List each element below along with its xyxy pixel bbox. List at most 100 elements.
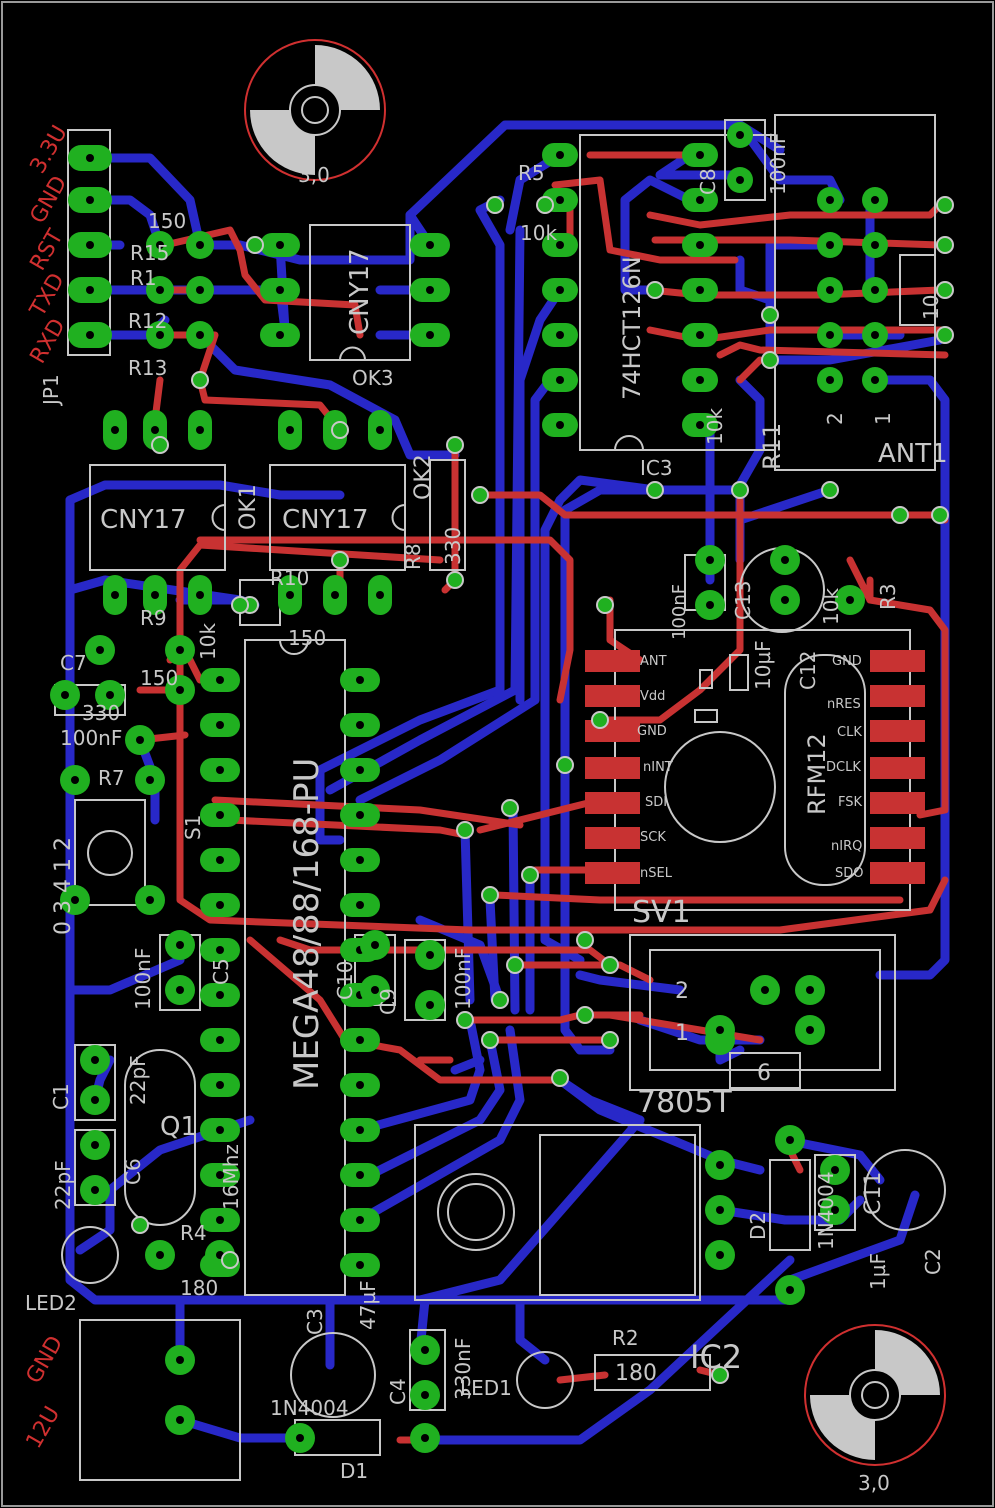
label-sv1: SV1 — [632, 895, 691, 930]
label-c5-val: 100nF — [131, 948, 155, 1010]
via — [486, 196, 504, 214]
via — [556, 756, 574, 774]
label-ant-pin1: 1 — [871, 412, 895, 425]
label-c8-val: 100nF — [766, 133, 790, 195]
pad-drill — [216, 1216, 224, 1224]
label-c13: C13 — [731, 581, 755, 620]
pad-drill — [426, 1001, 434, 1009]
pad-drill — [781, 596, 789, 604]
label-r5-val: 10k — [520, 221, 557, 245]
label-c2-val: 1µF — [866, 1253, 890, 1290]
pad-drill — [91, 1186, 99, 1194]
label-sv1-p2: 2 — [675, 979, 689, 1004]
pad-drill — [216, 1171, 224, 1179]
pad-drill — [696, 421, 704, 429]
pad-drill — [136, 736, 144, 744]
pad-drill — [216, 676, 224, 684]
through-hole-pads — [50, 122, 888, 1453]
pad-drill — [216, 766, 224, 774]
label-r2-val: 180 — [615, 1361, 657, 1386]
label-r13: R13 — [128, 356, 167, 380]
via — [481, 886, 499, 904]
pad-drill — [176, 1416, 184, 1424]
label-c3-val: 47µF — [356, 1280, 380, 1330]
label-jp1: JP1 — [39, 374, 63, 407]
pad-drill — [176, 646, 184, 654]
label-r8: R8 — [401, 543, 425, 570]
rfm12-pin-labels: ANT Vdd GND nINT SDI SCK nSEL GND nRES C… — [637, 654, 864, 881]
pad-drill — [706, 601, 714, 609]
rfm-pin-gnd: GND — [637, 724, 667, 739]
pad-drill — [216, 901, 224, 909]
label-r15: R15 — [130, 241, 169, 265]
label-r11-val: 10k — [703, 408, 727, 445]
via — [821, 481, 839, 499]
label-r7-val: 330 — [82, 701, 120, 725]
pad-drill — [196, 591, 204, 599]
via — [891, 506, 909, 524]
label-c1-val: 22pF — [126, 1055, 150, 1105]
pad-drill — [86, 154, 94, 162]
pad-drill — [426, 951, 434, 959]
label-s1: S1 — [181, 815, 205, 840]
pad-drill — [91, 1096, 99, 1104]
label-r7: R7 — [98, 766, 125, 790]
pad-drill — [871, 331, 879, 339]
via — [936, 281, 954, 299]
pad-drill — [696, 241, 704, 249]
via — [601, 1031, 619, 1049]
pad-drill — [156, 331, 164, 339]
pad-drill — [286, 591, 294, 599]
pad-drill — [356, 721, 364, 729]
pad-drill — [376, 426, 384, 434]
label-r3-val: 10k — [819, 588, 843, 625]
pad-drill — [356, 676, 364, 684]
vias — [131, 196, 954, 1384]
label-c4: C4 — [386, 1378, 410, 1405]
rfm-pin-nint: nINT — [643, 760, 673, 775]
label-vreg: 7805T — [637, 1085, 732, 1120]
label-c13-val: 100nF — [669, 584, 690, 640]
label-hole-bot: 3,0 — [858, 1471, 890, 1495]
via — [331, 551, 349, 569]
label-r3: R3 — [876, 583, 900, 610]
label-c6: C6 — [121, 1158, 145, 1185]
via — [471, 486, 489, 504]
label-ok2: OK2 — [411, 454, 436, 500]
label-rfm: RFM12 — [803, 733, 831, 815]
label-c11: C11 — [861, 1172, 886, 1215]
label-r9-val: 10k — [196, 623, 220, 660]
rfm-pin-nsel: nSEL — [640, 866, 673, 881]
label-r12: R12 — [128, 309, 167, 333]
pad-drill — [426, 241, 434, 249]
label-ok1: OK1 — [236, 484, 261, 530]
via — [646, 481, 664, 499]
pad-drill — [156, 1251, 164, 1259]
via — [936, 196, 954, 214]
pad-drill — [216, 991, 224, 999]
pad-drill — [91, 1056, 99, 1064]
pad-drill — [216, 1126, 224, 1134]
pad-drill — [276, 241, 284, 249]
pad-drill — [151, 591, 159, 599]
pad-drill — [716, 1026, 724, 1034]
rfm-pin-vdd: Vdd — [640, 689, 665, 704]
via — [576, 931, 594, 949]
via — [936, 326, 954, 344]
via — [456, 1011, 474, 1029]
pad-drill — [826, 196, 834, 204]
via — [931, 506, 949, 524]
rfm-pin-sdi: SDI — [645, 795, 667, 810]
pad-drill — [421, 1434, 429, 1442]
pad-drill — [296, 1434, 304, 1442]
pad-drill — [276, 286, 284, 294]
via — [221, 1251, 239, 1269]
label-q1-val: 16Mhz — [219, 1144, 243, 1210]
pad-drill — [356, 1126, 364, 1134]
label-r4: R4 — [180, 1221, 207, 1245]
mounting-hole-bottom — [804, 1324, 946, 1466]
pad-drill — [556, 421, 564, 429]
via — [601, 956, 619, 974]
pad-drill — [371, 941, 379, 949]
